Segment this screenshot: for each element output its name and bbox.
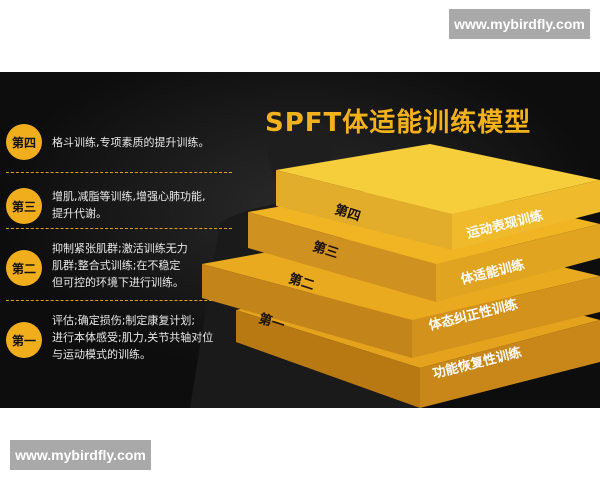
pyramid-level-4-left bbox=[276, 170, 452, 250]
pyramid-level-3-left bbox=[248, 212, 436, 302]
pyramid-level-1-left bbox=[236, 310, 420, 408]
step-badge-3: 第三 bbox=[6, 188, 42, 224]
step-divider bbox=[6, 172, 232, 173]
pyramid-level-4-top bbox=[276, 144, 600, 214]
step-desc-line: 格斗训练,专项素质的提升训练。 bbox=[52, 136, 210, 149]
step-desc-line: 但可控的环境下进行训练。 bbox=[52, 276, 184, 289]
step-desc-2: 抑制紧张肌群;激活训练无力 肌群;整合式训练;在不稳定 但可控的环境下进行训练。 bbox=[52, 240, 242, 291]
step-desc-line: 肌群;整合式训练;在不稳定 bbox=[52, 259, 181, 272]
step-badge-2: 第二 bbox=[6, 250, 42, 286]
step-divider bbox=[6, 300, 232, 301]
step-desc-line: 增肌,减脂等训练,增强心肺功能, bbox=[52, 190, 206, 203]
step-desc-line: 抑制紧张肌群;激活训练无力 bbox=[52, 242, 188, 255]
pyramid-label-1: 第一 bbox=[257, 311, 287, 334]
step-desc-line: 与运动模式的训练。 bbox=[52, 348, 151, 361]
pyramid-label-4: 第四 bbox=[333, 202, 363, 225]
step-desc-line: 进行本体感受;肌力,关节共轴对位 bbox=[52, 331, 214, 344]
step-desc-line: 评估;确定损伤;制定康复计划; bbox=[52, 314, 196, 327]
spft-poster: SPFT体适能训练模型 第四 格斗训练,专项素质的提升训练。 第三 增肌,减脂等… bbox=[0, 72, 600, 408]
step-desc-3: 增肌,减脂等训练,增强心肺功能, 提升代谢。 bbox=[52, 188, 242, 222]
watermark-top: www.mybirdfly.com bbox=[449, 9, 590, 39]
pyramid-level-4-right bbox=[452, 180, 600, 250]
pyramid-level-2-right bbox=[412, 276, 600, 358]
step-divider bbox=[6, 228, 232, 229]
step-desc-4: 格斗训练,专项素质的提升训练。 bbox=[52, 134, 242, 151]
pyramid-level-1-right bbox=[420, 320, 600, 408]
step-badge-4: 第四 bbox=[6, 124, 42, 160]
pyramid-level-2-left bbox=[202, 264, 412, 358]
step-badge-1: 第一 bbox=[6, 322, 42, 358]
spft-pyramid: 第四 运动表现训练 第三 体适能训练 第二 体态纠正性训练 第一 功能恢复性训练 bbox=[202, 144, 600, 408]
watermark-bottom: www.mybirdfly.com bbox=[10, 440, 151, 470]
pyramid-level-3-right bbox=[436, 224, 600, 302]
pyramid-label-3: 第三 bbox=[311, 239, 341, 262]
poster-title: SPFT体适能训练模型 bbox=[265, 108, 532, 138]
pyramid-label-2: 第二 bbox=[287, 271, 317, 294]
step-desc-line: 提升代谢。 bbox=[52, 207, 107, 220]
step-desc-1: 评估;确定损伤;制定康复计划; 进行本体感受;肌力,关节共轴对位 与运动模式的训… bbox=[52, 312, 242, 363]
